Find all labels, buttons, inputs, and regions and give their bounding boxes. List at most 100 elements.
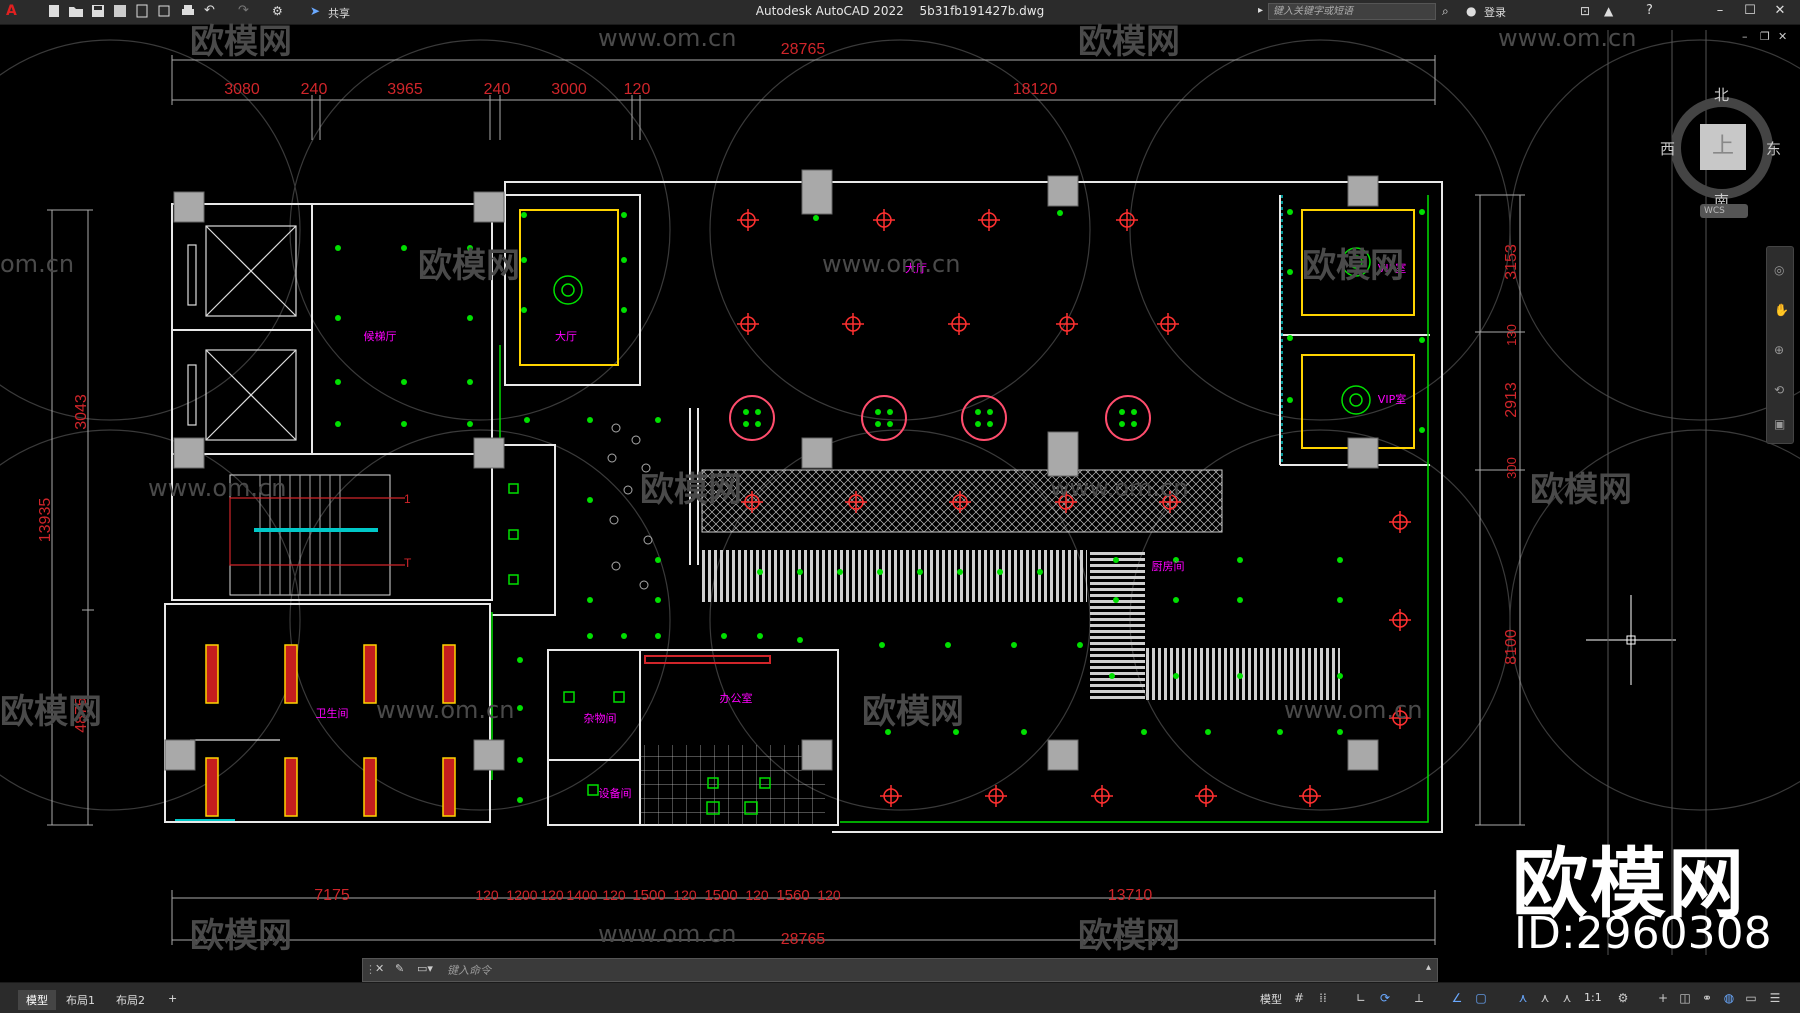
room-label-storage: 杂物间 <box>584 711 617 725</box>
dim-top-seg: 240 <box>484 81 511 98</box>
svg-text:T: T <box>404 556 412 570</box>
publish-icon[interactable] <box>156 3 172 19</box>
compass-north[interactable]: 北 <box>1714 86 1730 104</box>
watermark-circles <box>0 39 1800 811</box>
dim-top-total: 28765 <box>781 41 826 58</box>
object-snap-tracking-icon[interactable]: ∠ <box>1451 991 1463 1005</box>
save-as-icon[interactable] <box>112 3 128 19</box>
autodesk-app-icon[interactable]: ▲ <box>1604 4 1614 18</box>
viewport-restore-button[interactable]: ❐ <box>1760 30 1770 43</box>
room-label-equipment: 设备间 <box>599 786 632 800</box>
annotation-scale-icon[interactable]: ⋏ <box>1562 991 1572 1005</box>
save-icon[interactable] <box>90 3 106 19</box>
showmotion-icon[interactable]: ▣ <box>1774 417 1786 431</box>
command-settings-icon[interactable]: ✎ <box>395 962 405 975</box>
annotation-visibility-icon[interactable]: ⋏ <box>1518 991 1528 1005</box>
polar-icon[interactable]: ⟳ <box>1379 991 1391 1005</box>
user-icon[interactable]: ● <box>1466 4 1477 18</box>
pan-icon[interactable]: ✋ <box>1774 303 1789 317</box>
room-label-toilet: 卫生间 <box>316 706 349 720</box>
dim-top-seg: 18120 <box>1013 81 1058 98</box>
cart-icon[interactable]: ⊡ <box>1580 4 1591 18</box>
viewport-minimize-button[interactable]: – <box>1742 30 1748 43</box>
wcs-menu[interactable]: WCS <box>1700 204 1748 218</box>
minimize-button[interactable]: – <box>1716 3 1724 18</box>
search-arrow-icon[interactable]: ▸ <box>1258 5 1264 16</box>
dim-bottom-seg: 1500 <box>632 887 665 904</box>
dimension-texts: 28765 3080 240 3965 240 3000 120 18120 2… <box>37 41 1520 948</box>
units-icon[interactable]: ◫ <box>1679 991 1691 1005</box>
title-bar: A ↶ ↷ ⚙ ➤ 共享 Autodesk AutoCAD 2022 5b31f… <box>0 0 1800 25</box>
viewport-close-button[interactable]: ✕ <box>1778 30 1788 43</box>
object-snap-icon[interactable]: ▢ <box>1475 991 1487 1005</box>
undo-icon[interactable]: ↶ <box>204 3 215 18</box>
brand-watermark-id: ID:2960308 <box>1514 908 1772 959</box>
close-button[interactable]: ✕ <box>1774 3 1786 18</box>
command-input[interactable]: 键入命令 <box>447 964 491 977</box>
chandeliers <box>553 247 1371 415</box>
maximize-button[interactable]: ☐ <box>1744 3 1756 18</box>
striped-floor-1 <box>702 550 1087 602</box>
tab-layout1[interactable]: 布局1 <box>66 994 95 1007</box>
dim-top-seg: 3080 <box>224 81 260 98</box>
snap-icon[interactable]: ⁞⁞ <box>1319 991 1327 1005</box>
orbit-icon[interactable]: ⟲ <box>1774 383 1785 397</box>
command-history-icon[interactable]: ▴ <box>1425 962 1431 973</box>
help-icon[interactable]: ? <box>1646 3 1653 18</box>
entrance-plants <box>607 423 653 590</box>
downlights <box>335 209 1425 803</box>
command-line[interactable]: ⋮ ✕ ✎ ▭▾ 键入命令 ▴ <box>362 958 1438 982</box>
zoom-extents-icon[interactable]: ⊕ <box>1774 343 1785 357</box>
navigation-bar[interactable]: ◎ ✋ ⊕ ⟲ ▣ <box>1766 246 1794 444</box>
redo-icon[interactable]: ↷ <box>238 3 249 18</box>
elevator-shafts <box>187 225 297 441</box>
model-space-toggle[interactable]: 模型 <box>1260 993 1282 1006</box>
full-navigation-wheel-icon[interactable]: ◎ <box>1774 263 1785 277</box>
autoscale-icon[interactable]: ⋏ <box>1540 991 1550 1005</box>
ortho-icon[interactable]: ∟ <box>1355 991 1367 1005</box>
isodraft-icon[interactable]: ⟂ <box>1414 991 1423 1005</box>
kitchen-counters <box>205 644 456 817</box>
structural-columns <box>164 169 1379 771</box>
room-labels: 候梯厅 大厅 大厅 卫生间 杂物间 办公室 设备间 厨房间 VIP室 VIP室 <box>316 261 1407 800</box>
open-file-icon[interactable] <box>68 3 84 19</box>
share-icon[interactable]: ➤ <box>310 4 321 18</box>
square-fixtures <box>508 483 771 815</box>
viewcube[interactable]: 北 西 东 南 上 <box>1660 64 1784 224</box>
isolate-objects-icon[interactable]: ⚭ <box>1701 991 1713 1005</box>
command-recent-icon[interactable]: ▭▾ <box>417 962 433 975</box>
workspace-switch-icon[interactable]: ⚙ <box>1617 991 1629 1005</box>
search-input[interactable]: 键入关键字或短语 <box>1268 3 1436 20</box>
share-label[interactable]: 共享 <box>328 7 350 20</box>
login-label[interactable]: 登录 <box>1484 6 1506 19</box>
dim-top-seg: 3000 <box>551 81 587 98</box>
hardware-acceleration-icon[interactable]: ◍ <box>1723 991 1735 1005</box>
compass-west[interactable]: 西 <box>1660 140 1676 158</box>
plot-preview-icon[interactable] <box>134 3 150 19</box>
annotation-monitor-icon[interactable]: + <box>1657 991 1669 1005</box>
command-grip-icon[interactable]: ⋮ <box>365 963 376 976</box>
scale-dropdown[interactable]: 1:1 <box>1584 991 1602 1004</box>
viewcube-top-face[interactable]: 上 <box>1700 124 1746 170</box>
customization-menu-icon[interactable]: ☰ <box>1769 991 1781 1005</box>
command-close-icon[interactable]: ✕ <box>375 962 385 975</box>
search-icon[interactable]: ⌕ <box>1442 4 1449 18</box>
round-tables <box>729 395 1151 441</box>
tab-layout2[interactable]: 布局2 <box>116 994 145 1007</box>
grid-icon[interactable]: # <box>1293 991 1305 1005</box>
vip-rooms <box>1301 209 1415 449</box>
svg-text:1: 1 <box>404 492 411 506</box>
drawing-canvas[interactable]: 28765 3080 240 3965 240 3000 120 18120 2… <box>0 22 1800 959</box>
add-layout-button[interactable]: + <box>168 992 178 1005</box>
clean-screen-icon[interactable]: ▭ <box>1745 991 1757 1005</box>
print-icon[interactable] <box>180 3 196 19</box>
compass-east[interactable]: 东 <box>1766 140 1782 158</box>
dim-bottom-seg: 1200 <box>506 887 537 903</box>
green-boundary-lines <box>491 195 1429 823</box>
new-file-icon[interactable] <box>46 3 62 19</box>
tab-model[interactable]: 模型 <box>18 990 56 1010</box>
workspace-icon[interactable]: ⚙ <box>272 4 283 18</box>
dim-bottom-seg: 120 <box>673 887 697 903</box>
autocad-logo-icon[interactable]: A <box>6 3 17 19</box>
room-label-vip1: VIP室 <box>1378 261 1406 275</box>
